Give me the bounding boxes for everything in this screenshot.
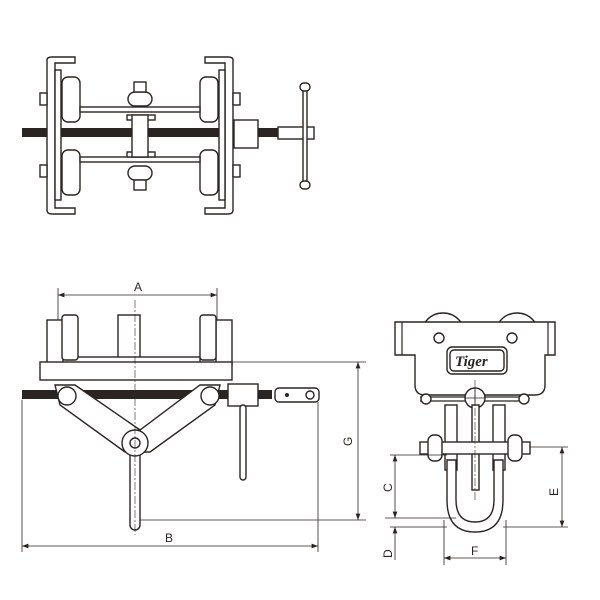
threaded-shaft: [22, 128, 292, 137]
wheel: [61, 149, 81, 196]
top-view: [22, 56, 315, 215]
nut: [127, 165, 153, 181]
threaded-shaft: [22, 390, 272, 399]
handle-hub: [277, 126, 315, 140]
t-handle: [302, 84, 308, 188]
label-e: E: [547, 488, 561, 496]
beam-web: [117, 314, 141, 363]
label-g: G: [341, 437, 355, 446]
shaft-housing: [227, 383, 259, 407]
label-f: F: [471, 544, 478, 558]
right-side-plate: [204, 56, 234, 215]
shackle: [446, 459, 504, 533]
side-view: Tiger C D E F: [381, 312, 568, 565]
label-b: B: [165, 531, 173, 545]
shaft-housing: [233, 119, 259, 149]
wheel: [199, 149, 219, 196]
nut: [127, 91, 153, 107]
front-view: A B G: [21, 280, 366, 552]
wheel: [199, 76, 219, 123]
label-c: C: [381, 483, 395, 492]
label-a: A: [134, 280, 142, 294]
t-handle: [239, 404, 247, 481]
brand-logo: Tiger: [455, 354, 488, 370]
label-d: D: [381, 549, 395, 558]
crossbar: [39, 361, 233, 381]
left-side-plate: [46, 56, 76, 215]
wheel: [61, 76, 81, 123]
